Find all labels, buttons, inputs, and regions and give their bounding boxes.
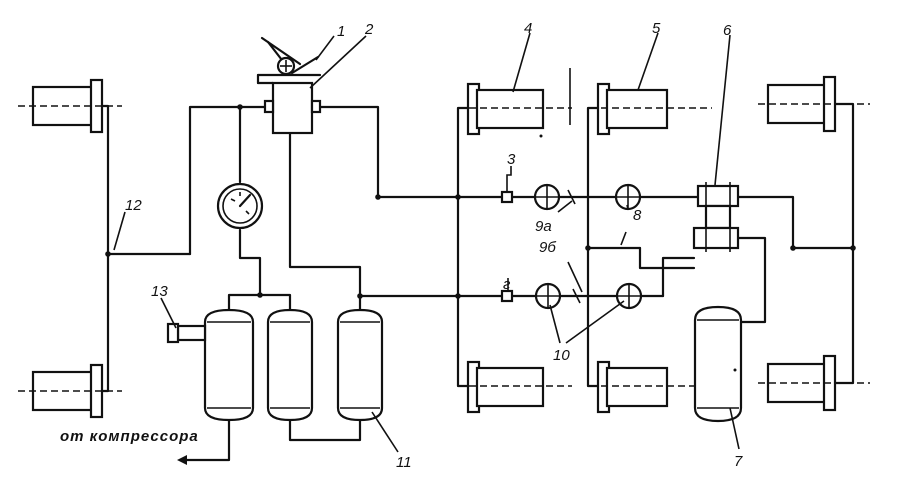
disconnect-valve-upper: [500, 190, 514, 204]
label-9b: 9б: [539, 239, 556, 256]
coupling-valve-upper-right: [614, 183, 642, 211]
brake-chamber-middle-top: [458, 82, 572, 136]
label-6: 6: [723, 22, 732, 39]
label-g: г: [503, 276, 511, 293]
leader-lines: [113, 32, 740, 453]
brake-chamber-rear-middle-top: [590, 82, 712, 136]
coupling-valve-lower-left: [534, 282, 562, 310]
label-5: 5: [652, 20, 661, 37]
air-reservoir-1: [203, 308, 255, 422]
brake-chamber-middle-bottom: [458, 360, 572, 414]
trailer-brake-valve: [692, 182, 740, 252]
safety-valve: [166, 322, 207, 344]
label-9a: 9а: [535, 218, 552, 235]
label-11: 11: [396, 454, 412, 471]
brake-pedal: [260, 36, 320, 76]
brake-chamber-front-left-bottom: [18, 363, 122, 419]
pressure-gauge: [216, 182, 264, 230]
label-2: 2: [364, 21, 374, 38]
pipelines: [100, 102, 855, 462]
brake-chamber-rear-right-bottom: [758, 354, 870, 412]
coupling-valve-upper-left: [533, 183, 561, 211]
label-3: 3: [507, 151, 516, 168]
label-8: 8: [633, 207, 642, 224]
label-4: 4: [524, 20, 532, 37]
label-7: 7: [734, 453, 743, 470]
trailer-reservoir: [693, 305, 743, 423]
brake-chamber-rear-middle-bottom: [590, 360, 712, 414]
compressor-caption: от компрессора: [60, 428, 199, 445]
label-10: 10: [553, 347, 570, 364]
brake-valve: [256, 73, 322, 135]
air-reservoir-3: [336, 308, 384, 422]
label-13: 13: [151, 283, 168, 300]
air-reservoir-2: [266, 308, 314, 422]
brake-chamber-rear-right-top: [758, 75, 870, 133]
inlet-arrow: [177, 455, 187, 465]
disconnect-valve-lower: [500, 289, 514, 303]
junction-dots: [105, 104, 856, 299]
label-1: 1: [337, 23, 345, 40]
label-12: 12: [125, 197, 142, 214]
